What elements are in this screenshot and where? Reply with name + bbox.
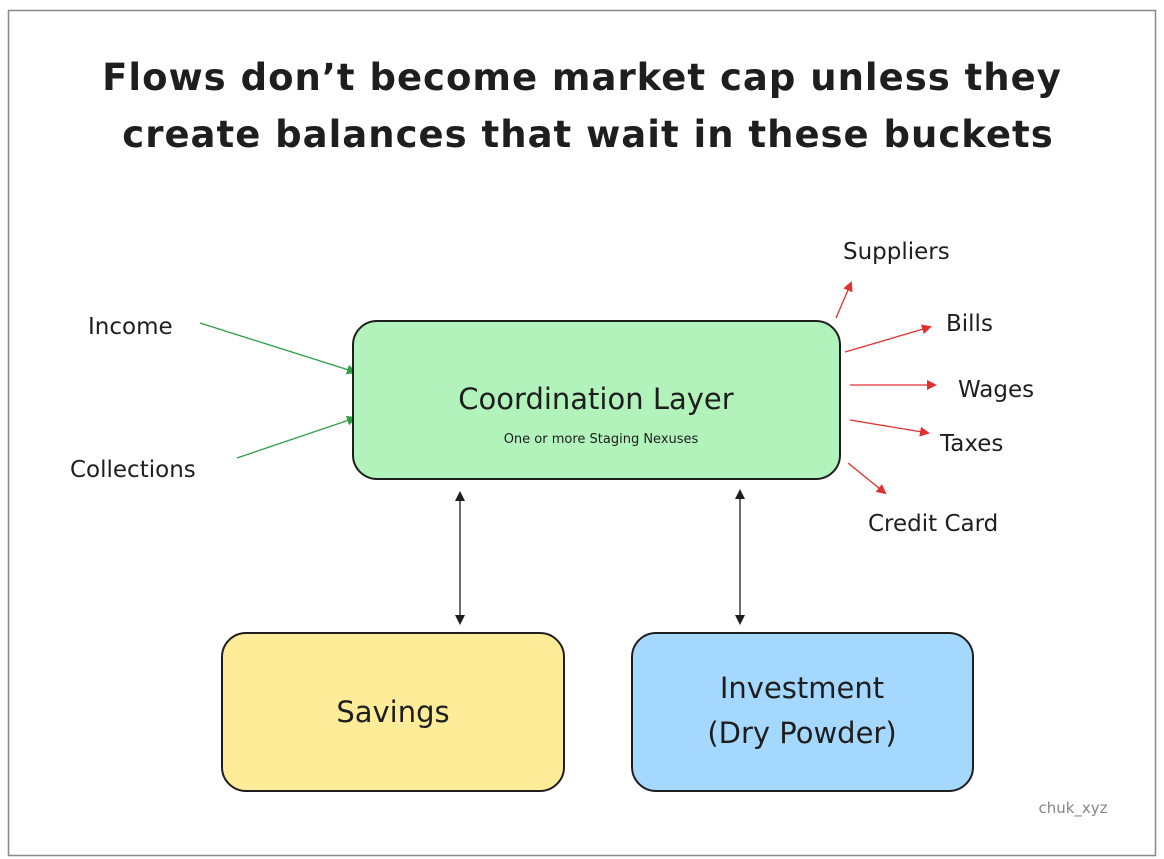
outflow-bills-arrow [844, 324, 932, 353]
investment-box: Investment (Dry Powder) [631, 632, 974, 792]
title-line-1: Flows don’t become market cap unless the… [102, 56, 1062, 99]
coordination-title: Coordination Layer [458, 382, 733, 416]
outflow-credit-card-label: Credit Card [868, 511, 998, 537]
inflow-collections-arrow [236, 415, 357, 459]
savings-label: Savings [336, 695, 449, 729]
outflow-taxes-arrow [849, 419, 930, 437]
outflow-wages-label: Wages [958, 377, 1034, 403]
outflow-suppliers-arrow [835, 281, 853, 319]
savings-box: Savings [221, 632, 565, 792]
investment-label-line-2: (Dry Powder) [707, 716, 896, 750]
inflow-collections-label: Collections [70, 457, 196, 483]
outflow-bills-label: Bills [946, 311, 993, 337]
outflow-suppliers-label: Suppliers [843, 239, 950, 265]
coordination-layer-box: Coordination Layer One or more Staging N… [352, 320, 841, 480]
inflow-income-label: Income [88, 314, 173, 340]
outflow-taxes-label: Taxes [939, 431, 1003, 457]
inflow-income-arrow [199, 322, 357, 375]
title-line-2: create balances that wait in these bucke… [122, 113, 1053, 156]
outflow-credit-card-arrow [847, 462, 887, 495]
author-signature: chuk_xyz [1038, 799, 1107, 818]
frame-border [7, 9, 1157, 857]
investment-label-line-1: Investment [720, 671, 884, 705]
coordination-subtitle: One or more Staging Nexuses [504, 432, 699, 447]
